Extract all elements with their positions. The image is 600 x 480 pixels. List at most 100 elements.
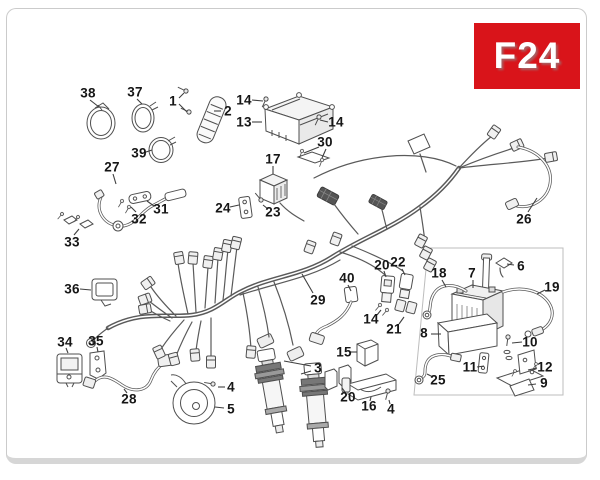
leader-line-4: [388, 399, 391, 405]
part-number-27[interactable]: 27: [104, 159, 120, 175]
part-number-19[interactable]: 19: [544, 279, 560, 295]
part-number-30[interactable]: 30: [317, 134, 333, 150]
figure-code-badge: F24: [474, 23, 580, 89]
bracket-2: [196, 96, 227, 144]
part-number-16[interactable]: 16: [361, 398, 377, 414]
relay-34: [56, 353, 83, 388]
part-number-12[interactable]: 12: [537, 359, 553, 375]
leader-line-35: [96, 346, 99, 353]
part-number-20[interactable]: 20: [374, 257, 390, 273]
part-number-37[interactable]: 37: [127, 84, 143, 100]
leader-line-6: [506, 263, 515, 266]
part-number-20[interactable]: 20: [340, 389, 356, 405]
part-number-23[interactable]: 23: [265, 204, 281, 220]
hose-clamp-38: [86, 102, 116, 140]
ecu-13: [263, 92, 335, 145]
part-number-3[interactable]: 3: [314, 360, 322, 376]
battery-group-box: [413, 247, 564, 396]
part-number-6[interactable]: 6: [517, 258, 525, 274]
part-number-14[interactable]: 14: [236, 92, 252, 108]
part-number-10[interactable]: 10: [522, 334, 538, 350]
part-number-38[interactable]: 38: [80, 85, 96, 101]
figure-code-label: F24: [493, 35, 561, 76]
part-number-9[interactable]: 9: [540, 375, 548, 391]
leader-line-34: [65, 347, 69, 354]
bracket-24: [238, 196, 253, 219]
part-number-24[interactable]: 24: [215, 200, 231, 216]
part-number-21[interactable]: 21: [386, 321, 402, 337]
clips-33: [56, 211, 94, 229]
part-number-26[interactable]: 26: [516, 211, 532, 227]
part-number-32[interactable]: 32: [131, 211, 147, 227]
battery-hook-6: [495, 257, 513, 278]
part-number-22[interactable]: 22: [390, 254, 406, 270]
bracket-30: [296, 148, 331, 168]
part-number-4[interactable]: 4: [387, 401, 395, 417]
part-number-13[interactable]: 13: [236, 114, 252, 130]
leader-line-26: [527, 197, 538, 213]
connector-22: [398, 272, 414, 300]
part-number-40[interactable]: 40: [339, 270, 355, 286]
leader-line-22: [401, 268, 406, 276]
leader-line-39: [145, 149, 153, 153]
part-number-5[interactable]: 5: [227, 401, 235, 417]
leader-line-31: [146, 200, 155, 207]
part-number-1[interactable]: 1: [169, 93, 177, 109]
part-number-34[interactable]: 34: [57, 334, 73, 350]
part-number-36[interactable]: 36: [64, 281, 80, 297]
leader-line-1: [178, 103, 188, 113]
clips-21: [394, 298, 418, 315]
leader-line-5: [214, 406, 225, 409]
part-number-35[interactable]: 35: [88, 333, 104, 349]
leader-line-21: [398, 316, 405, 325]
connector-20: [380, 275, 396, 303]
relay-17: [258, 173, 305, 222]
sub-harness-26: [505, 145, 552, 211]
leader-line-28: [123, 388, 128, 394]
part-number-29[interactable]: 29: [310, 292, 326, 308]
hose-clamp-37: [131, 101, 159, 133]
ground-cable-25: [414, 352, 462, 385]
battery-cable-18: [422, 284, 468, 320]
ignition-coils-3: [254, 333, 330, 448]
part-number-14[interactable]: 14: [328, 114, 344, 130]
leader-line-23: [262, 204, 269, 210]
part-number-25[interactable]: 25: [430, 372, 446, 388]
leader-line-27: [112, 173, 117, 185]
part-number-7[interactable]: 7: [468, 265, 476, 281]
leader-line-30: [303, 146, 320, 154]
leader-line-30: [321, 148, 327, 159]
leader-line-1: [178, 92, 185, 99]
leader-line-14: [319, 119, 329, 123]
part-number-18[interactable]: 18: [431, 265, 447, 281]
part-number-31[interactable]: 31: [153, 201, 169, 217]
part-number-39[interactable]: 39: [131, 145, 147, 161]
sensor-cable-27: [94, 188, 187, 232]
leader-line-9: [527, 383, 537, 386]
part-number-14[interactable]: 14: [363, 311, 379, 327]
wiring-harness: [86, 124, 559, 369]
part-number-33[interactable]: 33: [64, 234, 80, 250]
part-number-28[interactable]: 28: [121, 391, 137, 407]
leader-line-16: [369, 396, 372, 402]
leader-line-12: [527, 367, 538, 371]
battery-tray-8: [436, 313, 499, 357]
bracket-11: [477, 352, 490, 374]
bracket-15: [356, 339, 379, 367]
part-number-11[interactable]: 11: [462, 359, 478, 375]
part-number-2[interactable]: 2: [224, 103, 232, 119]
leader-line-10: [511, 341, 523, 344]
bracket-35: [89, 350, 107, 380]
leader-line-20: [383, 270, 387, 278]
leader-line-3: [283, 360, 312, 367]
leader-line-33: [73, 228, 80, 236]
leader-line-3: [300, 370, 312, 375]
part-number-17[interactable]: 17: [265, 151, 281, 167]
leader-line-38: [89, 99, 100, 108]
part-number-15[interactable]: 15: [336, 344, 352, 360]
battery-rod-7: [481, 253, 493, 294]
part-number-4[interactable]: 4: [227, 379, 235, 395]
part-number-8[interactable]: 8: [420, 325, 428, 341]
